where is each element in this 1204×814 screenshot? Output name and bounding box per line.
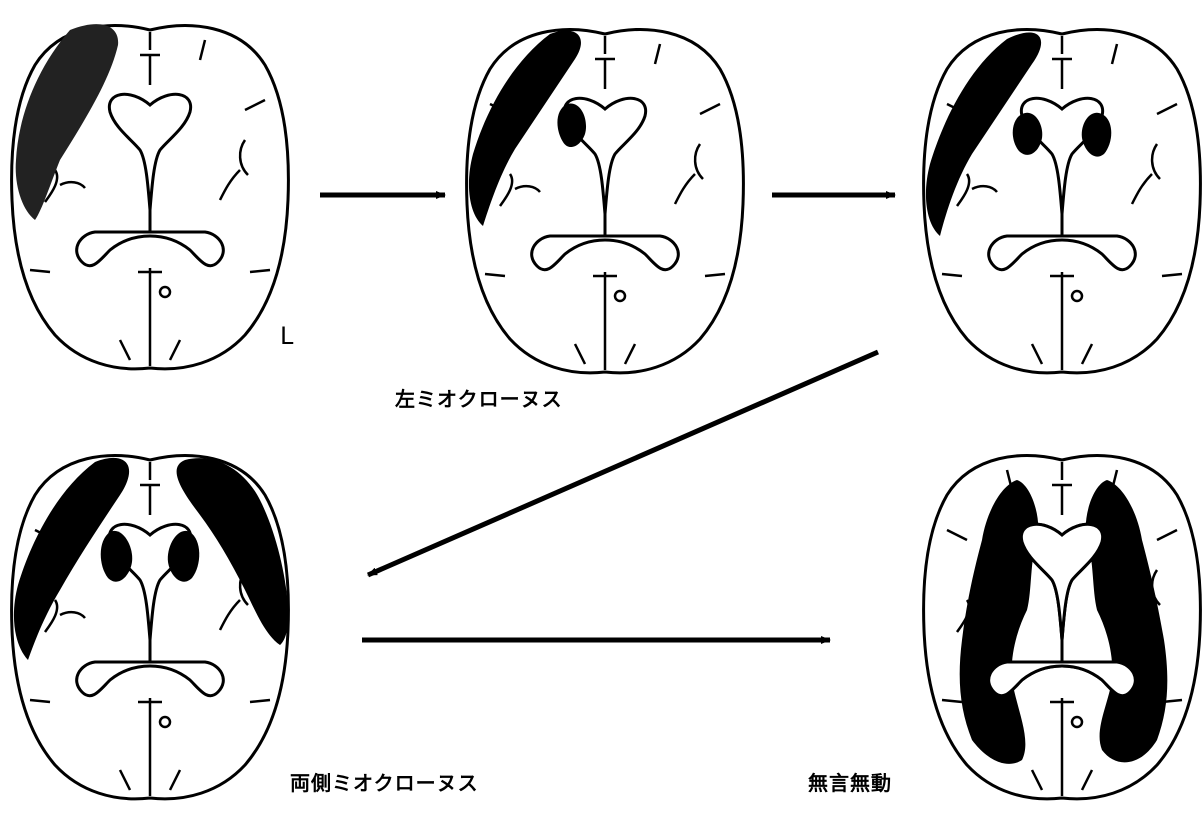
brain-slice-stage3 (924, 30, 1201, 373)
caption-akinetic-mutism: 無言無動 (808, 767, 892, 796)
caption-left-myoclonus: 左ミオクローヌス (395, 383, 563, 412)
brain-slice-stage5 (924, 456, 1201, 799)
caption-bilateral-myoclonus: 両側ミオクローヌス (290, 767, 479, 796)
brain-slice-stage4 (12, 456, 289, 799)
left-side-marker: L (280, 322, 293, 350)
brain-slice-stage1 (12, 24, 289, 369)
brain-slice-stage2 (467, 30, 744, 373)
